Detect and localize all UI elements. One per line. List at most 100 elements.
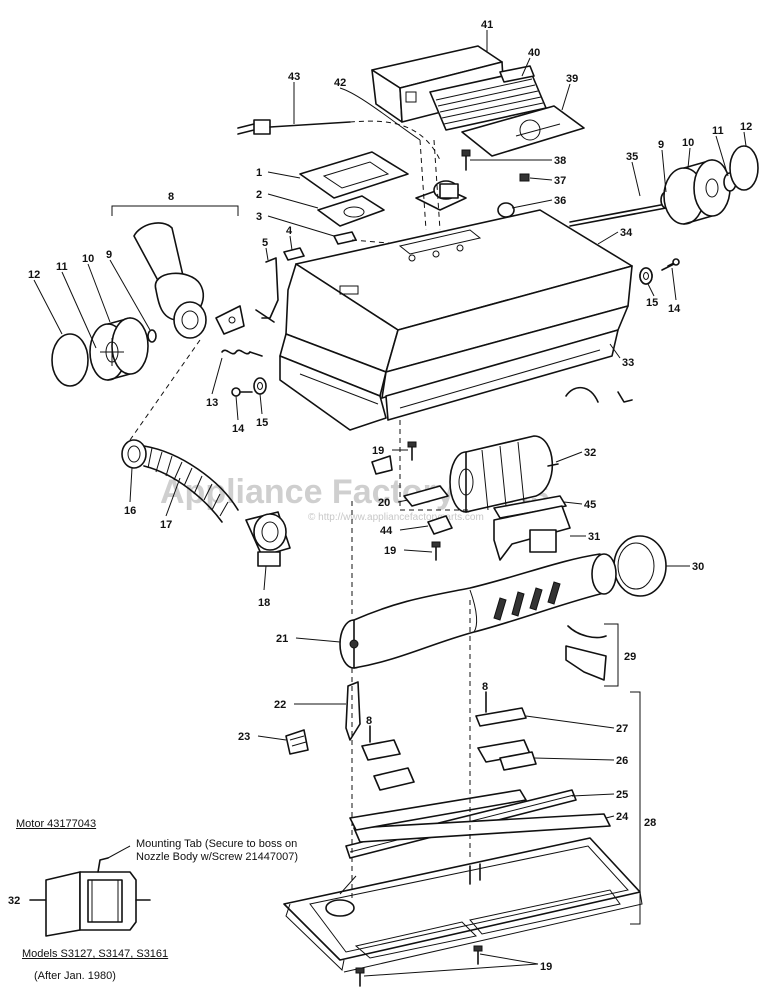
watermark-url: © http://www.appliancefactoryparts.com (308, 512, 484, 523)
callout-10-right: 10 (682, 137, 694, 149)
callout-16: 16 (124, 505, 136, 517)
part-4-clip (283, 247, 305, 261)
callout-14-left: 14 (232, 423, 245, 435)
part-42-switch (415, 139, 467, 231)
part-32-motor (399, 420, 559, 513)
callout-34: 34 (620, 227, 633, 239)
part-33-lower-housing (279, 305, 633, 431)
part-19-screw-mid (431, 541, 441, 561)
callout-9-left: 9 (106, 249, 112, 261)
callout-19-bottom: 19 (540, 961, 552, 973)
part-3-lens (333, 231, 401, 245)
callout-10-left: 10 (82, 253, 94, 265)
inset-mounting-tab-line2: Nozzle Body w/Screw 21447007) (136, 851, 299, 863)
callout-39: 39 (566, 73, 578, 85)
callout-13: 13 (206, 397, 218, 409)
part-20-gasket (403, 485, 449, 507)
part-45-strap (493, 495, 567, 519)
part-14-pin-left (231, 387, 253, 397)
part-12-wheel-cover-left (51, 333, 89, 387)
part-14-pin-right (661, 258, 680, 271)
callout-19-mid: 19 (384, 545, 396, 557)
part-18-hose-clamp (245, 511, 291, 567)
part-2-bulb (317, 195, 385, 227)
callout-3: 3 (256, 211, 262, 223)
callout-36: 36 (554, 195, 566, 207)
part-38-screw (461, 149, 471, 171)
callout-32: 32 (584, 447, 596, 459)
callout-8-spring-right: 8 (482, 681, 488, 693)
callout-4: 4 (286, 225, 293, 237)
part-19-screw-upper (371, 441, 417, 475)
callout-45: 45 (584, 499, 596, 511)
callout-22: 22 (274, 699, 286, 711)
part-17-hose (129, 339, 239, 523)
callout-44: 44 (380, 525, 393, 537)
inset-motor-label: Motor 43177043 (16, 818, 97, 830)
part-29-brush-strips (565, 623, 619, 687)
callout-17: 17 (160, 519, 172, 531)
part-22-lever (345, 681, 361, 741)
part-37-nut (519, 173, 530, 182)
leader-lines (33, 30, 747, 977)
part-39-label-plate (461, 105, 585, 157)
part-10-wheel-left (89, 317, 149, 381)
part-10-wheel-right (663, 159, 731, 225)
part-23-pedal (285, 729, 309, 755)
callout-21: 21 (276, 633, 288, 645)
callout-27: 27 (616, 723, 628, 735)
part-43-cord (237, 119, 441, 161)
part-5-bracket (255, 257, 279, 323)
part-30-belt (613, 535, 667, 597)
part-24-plate (349, 789, 611, 843)
callout-30: 30 (692, 561, 704, 573)
part-35-axle (569, 203, 667, 227)
callout-40: 40 (528, 47, 540, 59)
callout-29: 29 (624, 651, 636, 663)
part-28-base-plate (283, 691, 643, 973)
part-34-upper-housing (285, 209, 677, 373)
part-15-bushing-left (253, 377, 267, 395)
callout-12-left: 12 (28, 269, 40, 281)
part-9-washer-left (147, 329, 157, 343)
callout-25: 25 (616, 789, 628, 801)
inset-models: Models S3127, S3147, S3161 (22, 948, 169, 960)
callout-20: 20 (378, 497, 390, 509)
callout-5: 5 (262, 237, 268, 249)
callout-43: 43 (288, 71, 300, 83)
part-36-clip (497, 202, 515, 218)
callout-14-right: 14 (668, 303, 681, 315)
callout-8: 8 (168, 191, 174, 203)
part-13-spring (221, 349, 263, 357)
callout-11-left: 11 (56, 261, 68, 273)
callout-33: 33 (622, 357, 634, 369)
inset-motor (29, 845, 151, 937)
callout-37: 37 (554, 175, 566, 187)
callout-42: 42 (334, 77, 346, 89)
callout-11-right: 11 (712, 125, 724, 137)
callout-38: 38 (554, 155, 566, 167)
callout-12-right: 12 (740, 121, 752, 133)
callout-15-right: 15 (646, 297, 658, 309)
callout-9-right: 9 (658, 139, 664, 151)
part-1-plate (299, 151, 409, 199)
callout-32-inset: 32 (8, 895, 20, 907)
callout-24: 24 (616, 811, 629, 823)
part-19-screws-bottom (355, 945, 483, 987)
callout-26: 26 (616, 755, 628, 767)
callout-19-upper: 19 (372, 445, 384, 457)
part-12-wheel-cover-right (729, 145, 759, 191)
callout-numbers: 41 40 39 42 43 38 37 36 34 3 5 9 10 11 12… (8, 19, 752, 973)
part-8-spring-left (361, 725, 415, 791)
part-31-motor-mount (493, 505, 571, 561)
callout-23: 23 (238, 731, 250, 743)
part-15-bushing-right (639, 267, 653, 285)
callout-8-spring-left: 8 (366, 715, 372, 727)
callout-15-left: 15 (256, 417, 268, 429)
part-8-handle-bracket (111, 205, 245, 339)
callout-28: 28 (644, 817, 656, 829)
part-21-brush-roll (339, 500, 617, 669)
callout-31: 31 (588, 531, 600, 543)
callout-41: 41 (481, 19, 493, 31)
